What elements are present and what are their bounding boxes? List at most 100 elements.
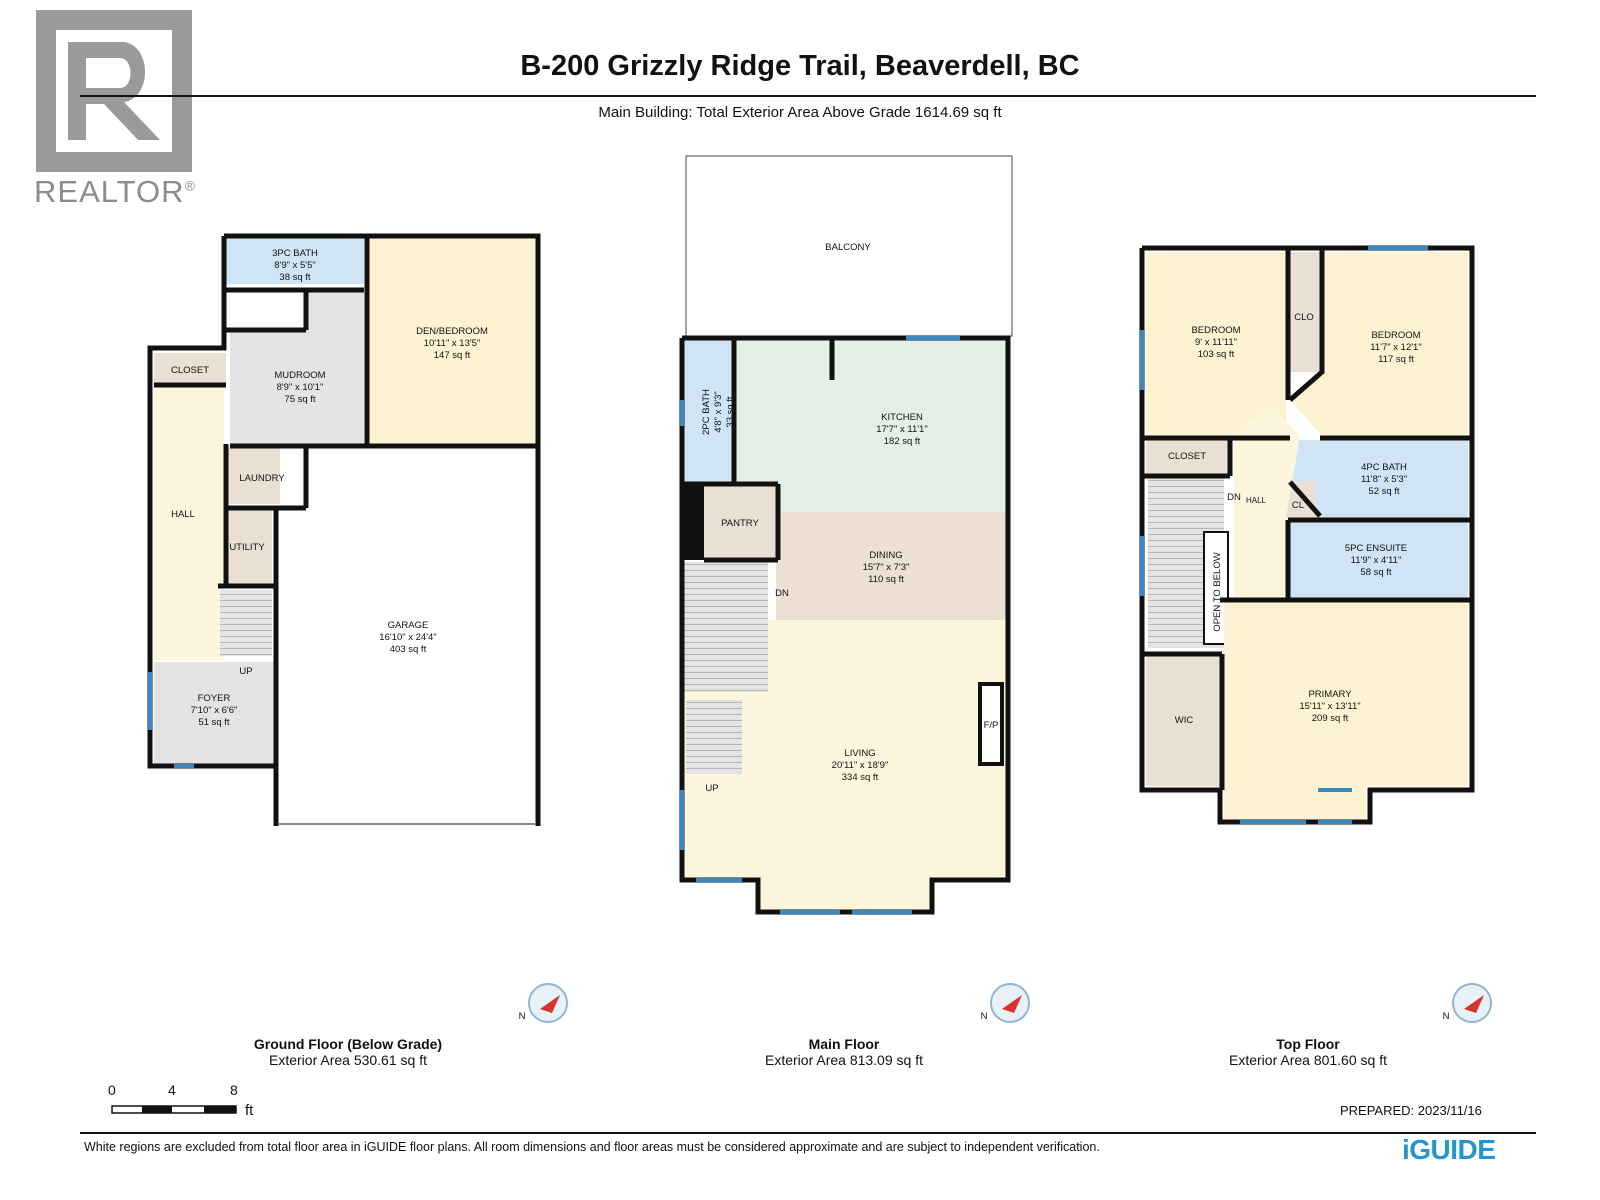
- fireplace: [978, 682, 1004, 766]
- floor-name-ground: Ground Floor (Below Grade): [253, 1036, 443, 1052]
- label-fireplace: F/P: [984, 720, 999, 731]
- dim-bedroom-1: 9' x 11'11": [1195, 337, 1237, 348]
- area-mudroom: 75 sq ft: [284, 394, 316, 405]
- area-den-bedroom: 147 sq ft: [434, 350, 471, 361]
- label-living: LIVING: [844, 748, 875, 759]
- room-closet: [154, 353, 226, 385]
- area-primary: 209 sq ft: [1312, 713, 1349, 724]
- floor-name-top: Top Floor: [1276, 1036, 1340, 1052]
- label-laundry: LAUNDRY: [239, 473, 285, 484]
- caption-main-floor: Main Floor Exterior Area 813.09 sq ft: [694, 1036, 994, 1068]
- main-floor-plan: BALCONY 2PC BATH 4'8" x 9'3" 33 sq ft KI…: [679, 155, 1013, 915]
- dim-dining: 15'7" x 7'3": [863, 562, 910, 573]
- room-kitchen: [736, 340, 1006, 512]
- room-hall: [154, 385, 224, 660]
- compass-main: N: [981, 983, 1030, 1023]
- label-garage: GARAGE: [388, 620, 429, 631]
- floor-area-top: Exterior Area 801.60 sq ft: [1229, 1052, 1387, 1068]
- caption-top-floor: Top Floor Exterior Area 801.60 sq ft: [1158, 1036, 1458, 1068]
- room-wic: [1146, 656, 1222, 786]
- label-wic: WIC: [1175, 715, 1194, 726]
- room-pantry: [704, 486, 776, 558]
- stair-up-ground: UP: [239, 666, 252, 677]
- scale-bar: [111, 1105, 237, 1114]
- label-primary: PRIMARY: [1308, 689, 1352, 700]
- area-living: 334 sq ft: [842, 772, 879, 783]
- compass-top: N: [1443, 983, 1492, 1023]
- label-foyer: FOYER: [198, 693, 231, 704]
- label-bedroom-1: BEDROOM: [1191, 325, 1240, 336]
- compass-n-main: N: [981, 1011, 988, 1022]
- stairs-main-dn: [684, 562, 768, 692]
- dim-foyer: 7'10" x 6'6": [191, 705, 238, 716]
- label-2pc-bath: 2PC BATH: [701, 389, 712, 435]
- room-den-bedroom: [367, 238, 536, 444]
- area-bedroom-1: 103 sq ft: [1198, 349, 1235, 360]
- area-kitchen: 182 sq ft: [884, 436, 921, 447]
- room-balcony: [685, 155, 1013, 337]
- label-pantry: PANTRY: [721, 518, 759, 529]
- room-utility: [224, 508, 272, 584]
- room-hall-top: [1234, 404, 1300, 600]
- room-dining: [776, 512, 1006, 622]
- room-bedroom-1: [1146, 252, 1286, 440]
- realtor-wordmark: REALTOR: [34, 174, 185, 209]
- label-3pc-bath: 3PC BATH: [272, 248, 318, 259]
- label-dining: DINING: [869, 550, 902, 561]
- wall-mass: [682, 484, 704, 560]
- realtor-logo-mark: [36, 10, 192, 172]
- label-utility: UTILITY: [229, 542, 265, 553]
- area-4pc-bath: 52 sq ft: [1368, 486, 1400, 497]
- label-balcony: BALCONY: [825, 242, 871, 253]
- room-mudroom: [230, 290, 364, 444]
- registered-mark: ®: [184, 177, 196, 194]
- dim-bedroom-2: 11'7" x 12'1": [1370, 342, 1421, 353]
- iguide-logo: iGUIDE: [1402, 1134, 1496, 1166]
- dim-3pc-bath: 8'9" x 5'5": [274, 260, 316, 271]
- scale-tick-4: 4: [168, 1082, 176, 1098]
- dim-4pc-bath: 11'8" x 5'3": [1361, 474, 1407, 485]
- label-closet-top: CLOSET: [1168, 451, 1206, 462]
- ground-floor-plan: 3PC BATH 8'9" x 5'5" 38 sq ft DEN/BEDROO…: [147, 233, 541, 826]
- floor-area-ground: Exterior Area 530.61 sq ft: [269, 1052, 427, 1068]
- area-5pc-ensuite: 58 sq ft: [1360, 567, 1392, 578]
- top-floor-plan: BEDROOM 9' x 11'11" 103 sq ft CLO BEDROO…: [1139, 245, 1475, 825]
- stairs-ground: [220, 590, 272, 656]
- dim-5pc-ensuite: 11'9" x 4'11": [1351, 555, 1402, 566]
- room-clo: [1290, 252, 1320, 372]
- label-clo: CLO: [1294, 312, 1314, 323]
- room-primary: [1224, 602, 1468, 820]
- area-bedroom-2: 117 sq ft: [1378, 354, 1414, 365]
- label-kitchen: KITCHEN: [881, 412, 923, 423]
- room-2pc-bath: [684, 340, 734, 484]
- scale-unit: ft: [245, 1102, 254, 1119]
- label-closet: CLOSET: [171, 365, 209, 376]
- label-open-to-below: OPEN TO BELOW: [1212, 552, 1223, 631]
- room-foyer: [154, 662, 274, 766]
- room-5pc-ensuite: [1288, 522, 1468, 598]
- label-den-bedroom: DEN/BEDROOM: [416, 326, 488, 337]
- label-hall: HALL: [171, 509, 195, 520]
- compass-n-top: N: [1443, 1011, 1450, 1022]
- page-subtitle: Main Building: Total Exterior Area Above…: [598, 104, 1002, 121]
- room-bedroom-2: [1290, 252, 1468, 436]
- stairs-main-up: [686, 700, 742, 774]
- dim-den-bedroom: 10'11" x 13'5": [424, 338, 481, 349]
- label-bedroom-2: BEDROOM: [1371, 330, 1420, 341]
- dim-2pc-bath: 4'8" x 9'3": [713, 391, 724, 433]
- stair-dn-top: DN: [1227, 492, 1241, 503]
- label-mudroom: MUDROOM: [274, 370, 325, 381]
- caption-ground-floor: Ground Floor (Below Grade) Exterior Area…: [198, 1036, 498, 1068]
- room-living: [684, 620, 1006, 910]
- floor-name-main: Main Floor: [808, 1036, 880, 1052]
- label-5pc-ensuite: 5PC ENSUITE: [1345, 543, 1407, 554]
- area-dining: 110 sq ft: [868, 574, 904, 585]
- dim-primary: 15'11" x 13'11": [1299, 701, 1360, 712]
- label-4pc-bath: 4PC BATH: [1361, 462, 1407, 473]
- area-garage: 403 sq ft: [390, 644, 427, 655]
- dim-kitchen: 17'7" x 11'1": [876, 424, 927, 435]
- area-foyer: 51 sq ft: [198, 717, 230, 728]
- room-4pc-bath: [1290, 440, 1468, 518]
- room-closet-top: [1146, 440, 1228, 474]
